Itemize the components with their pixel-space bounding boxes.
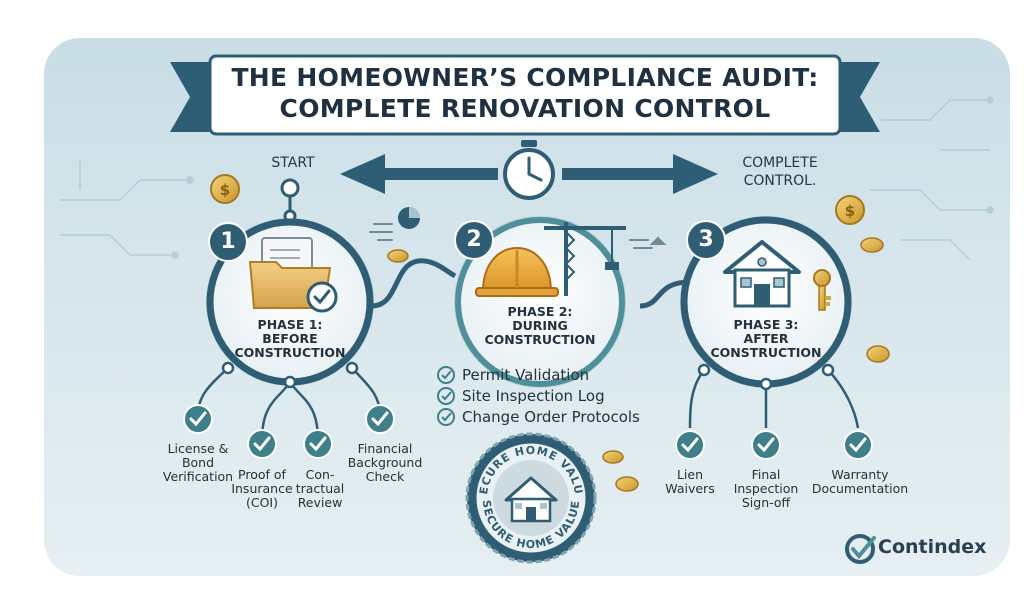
svg-text:$: $ <box>220 181 230 199</box>
timeline-end-label-2: CONTROL. <box>743 173 817 189</box>
item-line: Financial <box>357 441 413 456</box>
item-line: Final <box>751 467 781 482</box>
motion-lines <box>369 223 667 249</box>
title-banner <box>170 54 880 136</box>
timeline-start-label: START <box>271 155 315 171</box>
outline-check-icon <box>437 366 455 426</box>
coin-icon <box>602 450 624 464</box>
contindex-logo-icon <box>845 534 876 564</box>
phase-3-label-line-2: AFTER <box>743 331 789 346</box>
phase-connector-1-2 <box>371 258 457 309</box>
phase-2-label-line-3: CONSTRUCTION <box>484 332 596 347</box>
title-line-2: COMPLETE RENOVATION CONTROL <box>279 94 771 123</box>
timeline-arrow <box>340 154 718 194</box>
check-icon <box>365 404 395 434</box>
start-pin <box>280 178 300 223</box>
pie-chart-icon <box>398 207 420 229</box>
item-line: Review <box>297 495 343 510</box>
check-icon <box>303 429 333 459</box>
phase-2-number: 2 <box>466 227 482 252</box>
check-icon <box>675 430 705 460</box>
house-key-icon <box>723 240 831 311</box>
item-line: Documentation <box>811 481 909 496</box>
phase-2-label: PHASE 2: DURING CONSTRUCTION <box>470 305 610 347</box>
brand-name: Contindex <box>878 536 987 558</box>
folder-check-icon <box>248 237 338 313</box>
coin-icon <box>387 249 409 263</box>
phase-1-item-2: Proof of Insurance (COI) <box>222 468 302 510</box>
phase-2-item-1: Permit Validation <box>462 366 590 384</box>
coin-icon: $ <box>835 195 865 225</box>
check-icon <box>843 430 873 460</box>
stopwatch-icon <box>503 140 555 200</box>
item-line: Bond <box>181 455 215 470</box>
check-icon <box>247 429 277 459</box>
hardhat-crane-icon <box>475 222 626 297</box>
item-line: Con- <box>305 467 335 482</box>
phase-1-item-4: Financial Background Check <box>340 442 430 484</box>
svg-text:$: $ <box>845 202 855 220</box>
check-icon <box>751 430 781 460</box>
item-line: Sign-off <box>741 495 791 510</box>
phase-1-number: 1 <box>220 229 236 254</box>
circuit-decoration-right <box>870 96 994 261</box>
title-line-1: THE HOMEOWNER’S COMPLIANCE AUDIT: <box>231 63 819 92</box>
phase-connector-2-3 <box>639 279 691 309</box>
phase-2-item-3: Change Order Protocols <box>462 408 640 426</box>
phase-3-number: 3 <box>698 227 714 252</box>
phase-2-item-2: Site Inspection Log <box>462 387 605 405</box>
phase-1-item-1: License & Bond Verification <box>148 442 248 484</box>
item-line: Inspection <box>733 481 799 496</box>
phase-1-label-line-2: BEFORE <box>262 331 318 346</box>
item-line: Proof of <box>238 467 286 482</box>
coin-icon <box>615 476 639 492</box>
item-line: Lien <box>676 467 704 482</box>
item-line: Waivers <box>665 481 715 496</box>
phase-1-label-line-3: CONSTRUCTION <box>234 345 346 360</box>
item-line: Background <box>347 455 423 470</box>
item-line: Check <box>365 469 405 484</box>
timeline-end-label-1: COMPLETE <box>742 155 818 171</box>
phase-3-item-3: Warranty Documentation <box>808 468 912 496</box>
phase-3-tree <box>688 363 860 429</box>
phase-3-label-line-1: PHASE 3: <box>733 317 799 332</box>
phase-1-label: PHASE 1: BEFORE CONSTRUCTION <box>220 318 360 360</box>
phase-3-label: PHASE 3: AFTER CONSTRUCTION <box>696 318 836 360</box>
circuit-decoration-left <box>60 160 194 259</box>
phase-3-item-1: Lien Waivers <box>650 468 730 496</box>
item-line: (COI) <box>245 495 278 510</box>
phase-2-label-line-1: PHASE 2: <box>507 304 573 319</box>
coin-icon <box>866 345 890 363</box>
coin-icon <box>860 237 884 253</box>
phase-1-label-line-1: PHASE 1: <box>257 317 323 332</box>
item-line: Warranty <box>831 467 889 482</box>
check-icon <box>183 404 213 434</box>
item-line: Verification <box>162 469 234 484</box>
phase-2-label-line-2: DURING <box>512 318 568 333</box>
phase-3-item-2: Final Inspection Sign-off <box>726 468 806 510</box>
item-line: tractual <box>295 481 345 496</box>
coin-icon: $ <box>210 174 240 204</box>
item-line: License & <box>167 441 229 456</box>
phase-1-item-3: Con- tractual Review <box>288 468 352 510</box>
phase-3-label-line-3: CONSTRUCTION <box>710 345 822 360</box>
item-line: Insurance <box>231 481 293 496</box>
